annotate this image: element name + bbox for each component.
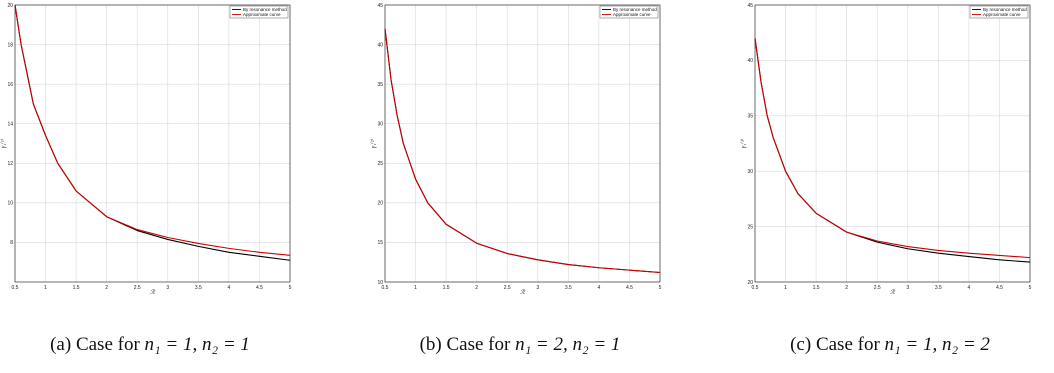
x-tick-label-7: 4: [597, 285, 600, 291]
x-tick-label-3: 2: [105, 285, 108, 291]
y-tick-label-5: 18: [7, 42, 13, 48]
y-tick-label-4: 30: [377, 122, 383, 128]
y-tick-label-6: 20: [7, 3, 13, 9]
y-tick-label-4: 40: [747, 58, 753, 64]
y-tick-label-5: 45: [747, 3, 753, 9]
legend-box: [599, 5, 659, 19]
chart-b: 0.5 1 1.5 2 2.5 3 3.5 4 4.5 5 10 15 20 25 30 35 40 45ℛγ₁⁽…: [370, 3, 662, 296]
x-tick-label-0: 0.5: [752, 285, 759, 291]
legend-box: [969, 5, 1029, 19]
x-tick-label-9: 5: [659, 285, 662, 291]
caption-c: (c) Case for n₁ = 1, n₂ = 2: [740, 334, 1040, 356]
x-tick-label-6: 3.5: [195, 285, 202, 291]
legend-label-0: By resonance method: [983, 7, 1027, 12]
x-tick-label-9: 5: [1029, 285, 1032, 291]
y-tick-label-1: 10: [7, 201, 13, 207]
y-axis-label: γ₁⁽³⁾: [740, 138, 747, 148]
legend-label-1: Approximate curve: [983, 12, 1021, 17]
x-tick-label-4: 2.5: [134, 285, 141, 291]
x-tick-label-2: 1.5: [813, 285, 820, 291]
y-tick-label-5: 35: [377, 82, 383, 88]
y-tick-label-3: 14: [7, 122, 13, 128]
y-axis-label: γ₁⁽²⁾: [370, 138, 377, 148]
caption-c-label: (c): [790, 334, 812, 355]
x-tick-label-8: 4.5: [996, 285, 1003, 291]
x-tick-label-4: 2.5: [504, 285, 511, 291]
x-tick-label-8: 4.5: [626, 285, 633, 291]
caption-a: (a) Case for n₁ = 1, n₂ = 1: [0, 334, 300, 356]
x-tick-label-0: 0.5: [382, 285, 389, 291]
x-tick-label-5: 3: [536, 285, 539, 291]
x-tick-label-6: 3.5: [565, 285, 572, 291]
x-tick-label-0: 0.5: [12, 285, 19, 291]
x-tick-label-7: 4: [227, 285, 230, 291]
y-tick-label-0: 8: [10, 240, 13, 246]
y-tick-label-0: 20: [747, 280, 753, 286]
y-tick-label-1: 15: [377, 240, 383, 246]
x-tick-label-2: 1.5: [73, 285, 80, 291]
x-tick-label-8: 4.5: [256, 285, 263, 291]
caption-b: (b) Case for n₁ = 2, n₂ = 1: [370, 334, 670, 356]
legend-label-0: By resonance method: [243, 7, 287, 12]
x-axis-label: ℛ: [890, 289, 896, 296]
x-tick-label-9: 5: [289, 285, 292, 291]
x-tick-label-1: 1: [44, 285, 47, 291]
x-tick-label-2: 1.5: [443, 285, 450, 291]
series-line-0: [384, 28, 661, 274]
legend-label-1: Approximate curve: [613, 12, 651, 17]
series-line-0: [14, 4, 291, 261]
caption-b-text: Case for: [446, 334, 516, 355]
plot-frame: [754, 4, 1031, 283]
legend-box: [229, 5, 289, 19]
x-tick-label-5: 3: [166, 285, 169, 291]
caption-c-math: n₁ = 1, n₂ = 2: [884, 334, 990, 355]
caption-b-label: (b): [419, 334, 442, 355]
y-tick-label-7: 45: [377, 3, 383, 9]
y-tick-label-2: 12: [7, 161, 13, 167]
y-tick-label-3: 35: [747, 114, 753, 120]
series-line-1: [384, 28, 661, 274]
caption-a-math: n₁ = 1, n₂ = 1: [144, 334, 250, 355]
y-tick-label-3: 25: [377, 161, 383, 167]
y-tick-label-4: 16: [7, 82, 13, 88]
legend-label-1: Approximate curve: [243, 12, 281, 17]
x-axis-label: ℛ: [150, 289, 156, 296]
x-tick-label-1: 1: [784, 285, 787, 291]
series-line-1: [754, 38, 1031, 259]
caption-b-math: n₁ = 2, n₂ = 1: [515, 334, 621, 355]
caption-a-label: (a): [50, 334, 72, 355]
y-axis-label: γ₁⁽¹⁾: [0, 138, 7, 148]
y-tick-label-2: 30: [747, 169, 753, 175]
plot-frame: [384, 4, 661, 283]
x-tick-label-7: 4: [967, 285, 970, 291]
y-tick-label-1: 25: [747, 224, 753, 230]
legend-label-0: By resonance method: [613, 7, 657, 12]
x-tick-label-3: 2: [845, 285, 848, 291]
x-tick-label-4: 2.5: [874, 285, 881, 291]
series-line-1: [14, 4, 291, 256]
plot-frame: [14, 4, 291, 283]
x-tick-label-5: 3: [906, 285, 909, 291]
caption-a-text: Case for: [75, 334, 145, 355]
x-tick-label-3: 2: [475, 285, 478, 291]
series-line-0: [754, 38, 1031, 263]
y-tick-label-2: 20: [377, 201, 383, 207]
x-tick-label-1: 1: [414, 285, 417, 291]
x-axis-label: ℛ: [520, 289, 526, 296]
y-tick-label-6: 40: [377, 42, 383, 48]
x-tick-label-6: 3.5: [935, 285, 942, 291]
caption-c-text: Case for: [815, 334, 885, 355]
y-tick-label-0: 10: [377, 280, 383, 286]
